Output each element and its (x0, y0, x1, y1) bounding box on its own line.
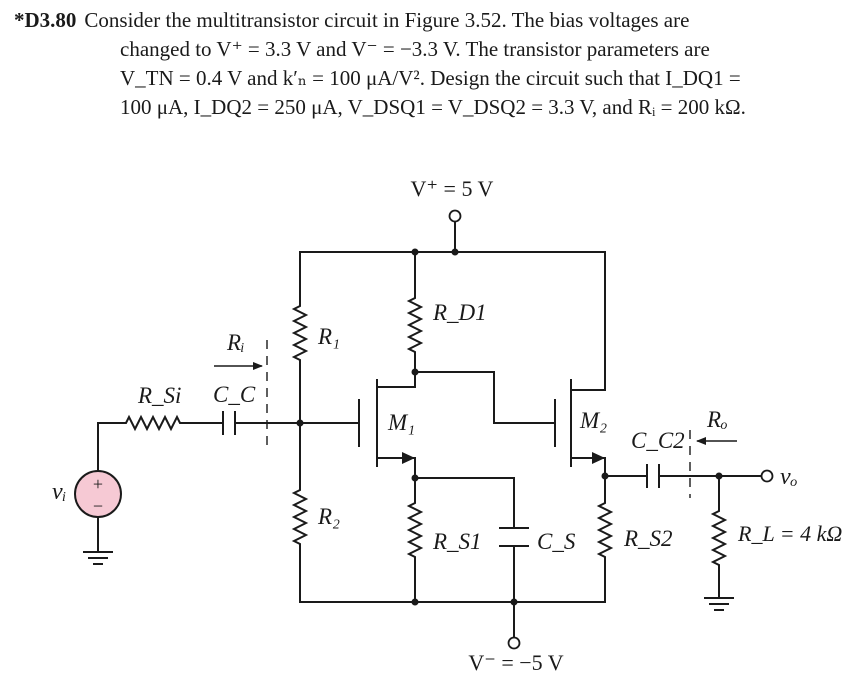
resistor-rs1 (406, 496, 424, 566)
label-m1: M₁ (387, 410, 415, 435)
wires (97, 221, 762, 638)
junction-source2 (601, 472, 609, 480)
wire-source-top (97, 422, 121, 472)
label-vi: vᵢ (52, 479, 66, 505)
label-rsi: R_Si (137, 383, 181, 408)
transistor-m1 (358, 379, 415, 467)
label-r2: R₂ (317, 504, 340, 529)
resistor-r1 (291, 299, 309, 367)
label-cc2: C_C2 (631, 428, 685, 453)
label-rl: R_L = 4 kΩ (737, 521, 842, 546)
ground-icon (83, 551, 113, 565)
source-minus-sign: − (93, 496, 103, 516)
wire-m1-drain (376, 357, 416, 388)
terminal-vminus (507, 636, 521, 650)
label-rs2: R_S2 (623, 526, 673, 551)
label-vminus: V⁻ = −5 V (468, 650, 563, 675)
resistor-rd1 (406, 291, 424, 359)
capacitor-cs (499, 527, 529, 547)
problem-number: *D3.80 (14, 8, 77, 32)
problem-line-1: *D3.80 Consider the multitransistor circu… (14, 6, 844, 35)
label-cc: C_C (213, 382, 256, 407)
label-cs: C_S (537, 529, 576, 554)
junction-drain1 (411, 368, 419, 376)
problem-statement: *D3.80 Consider the multitransistor circu… (14, 6, 844, 122)
junction-source1 (411, 474, 419, 482)
problem-line-2: changed to V⁺ = 3.3 V and V⁻ = −3.3 V. T… (120, 37, 710, 61)
resistor-rs2 (596, 496, 614, 566)
ri-marker (214, 340, 268, 450)
capacitor-cc (222, 411, 236, 435)
voltage-source-vi: + − (74, 470, 122, 518)
ro-marker (689, 430, 737, 498)
problem-line-4: 100 μA, I_DQ2 = 250 μA, V_DSQ1 = V_DSQ2 … (120, 95, 746, 119)
label-ro: Rₒ (706, 407, 728, 432)
ground-icon (704, 597, 734, 611)
label-vplus: V⁺ = 5 V (411, 176, 494, 201)
wire-m1-source (376, 457, 416, 498)
capacitor-cc2 (646, 464, 660, 488)
wire-bottom-rail (299, 551, 606, 603)
resistor-r2 (291, 483, 309, 553)
transistor-m2 (554, 379, 605, 467)
junction-gate1 (296, 419, 304, 427)
label-rs1: R_S1 (432, 529, 482, 554)
problem-line-3: V_TN = 0.4 V and k′ₙ = 100 μA/V². Design… (120, 66, 741, 90)
label-r1: R₁ (317, 324, 340, 349)
junction-rd1-top (411, 248, 419, 256)
label-m2: M₂ (579, 408, 607, 433)
label-vo: vₒ (780, 464, 798, 490)
wire-gate2 (493, 371, 556, 424)
labels: V⁺ = 5 V V⁻ = −5 V vᵢ vₒ R_Si C_C Rᵢ R₁ … (52, 176, 842, 675)
resistor-rsi (119, 414, 183, 432)
junction-vminus (510, 598, 518, 606)
source-plus-sign: + (93, 474, 103, 494)
junction-output (715, 472, 723, 480)
junctions (296, 248, 723, 606)
problem-text-1: Consider the multitransistor circuit in … (84, 8, 690, 32)
terminal-vo (760, 469, 774, 483)
resistor-rl (710, 504, 728, 578)
wire-m2-source (570, 457, 606, 498)
wire-cs-top (414, 477, 515, 529)
junction-vplus (451, 248, 459, 256)
label-ri: Rᵢ (226, 330, 245, 355)
junction-rs1-bottom (411, 598, 419, 606)
label-rd1: R_D1 (432, 300, 487, 325)
terminal-vplus (448, 209, 462, 223)
